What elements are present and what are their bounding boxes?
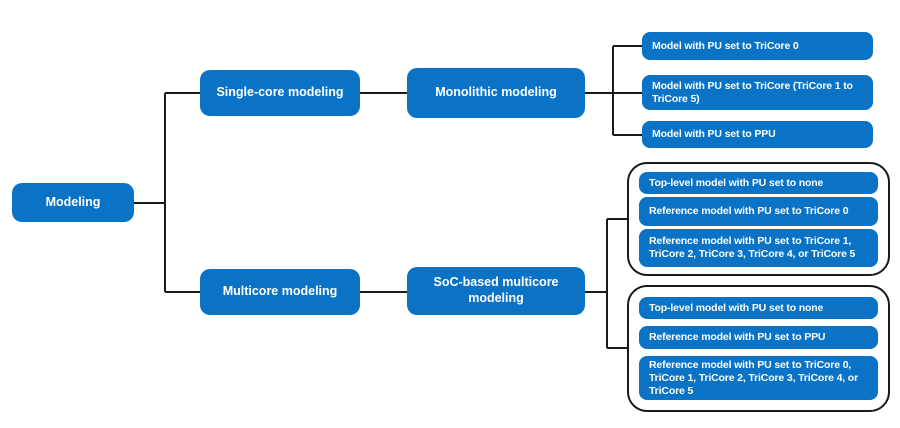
node-single-core-modeling: Single-core modeling	[200, 70, 360, 116]
leaf-model-pu-tricore1-5: Model with PU set to TriCore (TriCore 1 …	[642, 75, 873, 110]
node-monolithic-modeling: Monolithic modeling	[407, 68, 585, 118]
leaf-toplevel-pu-none-2: Top-level model with PU set to none	[639, 296, 878, 320]
node-soc-based-multicore-modeling: SoC-based multicore modeling	[407, 267, 585, 315]
leaf-model-pu-tricore0: Model with PU set to TriCore 0	[642, 32, 873, 60]
group-soc-variant-2: Top-level model with PU set to none Refe…	[627, 285, 890, 412]
leaf-model-pu-ppu: Model with PU set to PPU	[642, 121, 873, 148]
leaf-reference-pu-tricore0: Reference model with PU set to TriCore 0	[639, 197, 878, 226]
group-soc-variant-1: Top-level model with PU set to none Refe…	[627, 162, 890, 276]
node-modeling: Modeling	[12, 183, 134, 222]
node-multicore-modeling: Multicore modeling	[200, 269, 360, 315]
leaf-reference-pu-ppu: Reference model with PU set to PPU	[639, 326, 878, 350]
leaf-reference-pu-tricore1-5: Reference model with PU set to TriCore 1…	[639, 228, 878, 267]
leaf-reference-pu-tricore0-5: Reference model with PU set to TriCore 0…	[639, 356, 878, 401]
leaf-toplevel-pu-none-1: Top-level model with PU set to none	[639, 171, 878, 195]
